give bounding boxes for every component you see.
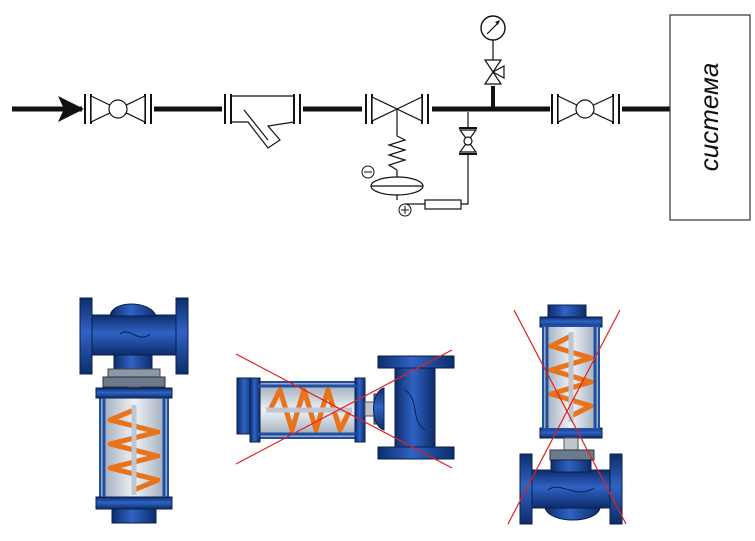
- system-label: система: [694, 63, 724, 172]
- spring-housing: [236, 377, 366, 443]
- spring-housing: [95, 387, 173, 524]
- strainer: [224, 94, 301, 149]
- piping-schematic: система: [12, 14, 751, 221]
- pressure-regulating-valve: [365, 94, 429, 200]
- impulse-line: [405, 154, 469, 210]
- system-box: [669, 14, 751, 221]
- diaphragm-minus-port: [361, 165, 375, 179]
- shutoff-valve-outlet: [551, 94, 620, 124]
- flow-direction-arrow-icon: [58, 96, 84, 122]
- not-allowed-cross-icon: [235, 349, 453, 469]
- installation-actuator-horizontal: [235, 349, 455, 469]
- valve-body: [79, 297, 189, 375]
- spring-housing: [539, 304, 603, 439]
- shutoff-valve-inlet: [84, 94, 152, 124]
- installation-actuator-up: [507, 304, 627, 525]
- installation-actuator-down: [79, 297, 189, 524]
- valve-body: [519, 453, 623, 525]
- pressure-gauge-icon: [480, 15, 506, 41]
- diaphragm-plus-port: [398, 203, 412, 217]
- not-allowed-cross-icon: [507, 309, 627, 525]
- pressure-gauge-branch: [480, 15, 506, 109]
- impulse-needle-valve: [458, 112, 478, 155]
- valve-body: [373, 355, 455, 460]
